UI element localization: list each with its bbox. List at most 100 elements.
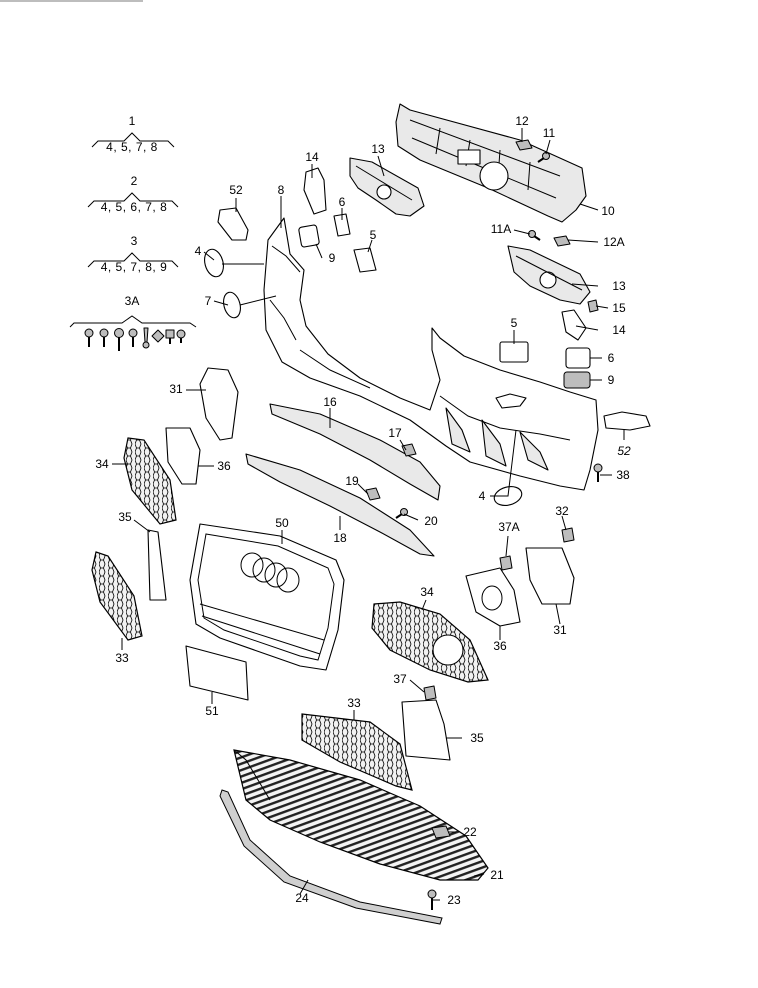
group-2: 2 4, 5, 6, 7, 8 [86, 174, 182, 214]
callout-51: 51 [205, 704, 219, 718]
bracket-13-upper [349, 157, 425, 217]
screw-38 [593, 463, 603, 482]
callout-20: 20 [424, 514, 438, 528]
callout-17: 17 [388, 426, 402, 440]
callout-36: 36 [493, 639, 507, 653]
clip-12A [553, 235, 571, 247]
callout-34: 34 [95, 457, 109, 471]
callout-16: 16 [323, 395, 337, 409]
callout-11A: 11A [490, 222, 512, 236]
group-1-items: 4, 5, 7, 8 [106, 140, 158, 154]
callout-24: 24 [295, 891, 309, 905]
callout-9: 9 [607, 373, 615, 387]
callout-32: 32 [555, 504, 569, 518]
cover-36-right [465, 567, 521, 627]
cover-35-left [147, 529, 167, 601]
group-3-items: 4, 5, 7, 8, 9 [100, 260, 168, 274]
callout-7: 7 [204, 294, 212, 308]
callout-21: 21 [490, 868, 504, 882]
frame-9-lower [563, 371, 591, 389]
clip-32 [561, 527, 575, 543]
callout-5: 5 [369, 228, 377, 242]
grille-33-left [91, 551, 143, 641]
callout-18: 18 [333, 531, 347, 545]
callout-31: 31 [553, 623, 567, 637]
clip-17 [401, 443, 417, 457]
plate-holder-51 [185, 645, 249, 701]
callout-4: 4 [478, 489, 486, 503]
clip-12 [515, 139, 533, 151]
grille-34-right [371, 601, 489, 683]
frame-31-left [199, 367, 239, 441]
callout-6: 6 [607, 351, 615, 365]
bumper-cover-8 [263, 217, 599, 491]
cap-4-left [204, 248, 224, 278]
group-3A-ref: 3A [124, 294, 140, 308]
clip-37A [499, 555, 513, 571]
callout-12A: 12A [603, 235, 625, 249]
callout-33: 33 [347, 696, 361, 710]
callout-33: 33 [115, 651, 129, 665]
clip-15 [587, 299, 599, 313]
callout-52: 52 [617, 444, 631, 458]
group-1-ref: 1 [128, 114, 136, 128]
callout-35: 35 [470, 731, 484, 745]
callout-14: 14 [305, 150, 319, 164]
callout-10: 10 [601, 204, 615, 218]
insert-52-left [217, 207, 249, 241]
trim-14-lower [561, 309, 587, 341]
cover-36-left [165, 427, 201, 485]
clip-19 [365, 487, 381, 501]
leader-lines [112, 128, 625, 901]
upper-carrier-10 [395, 103, 587, 223]
callout-35: 35 [118, 510, 132, 524]
cover-35-right [401, 699, 451, 761]
callout-52: 52 [229, 183, 243, 197]
group-2-items: 4, 5, 6, 7, 8 [100, 200, 168, 214]
callout-12: 12 [515, 114, 529, 128]
clip-37 [423, 685, 437, 701]
callout-13: 13 [612, 279, 626, 293]
group-1: 1 4, 5, 7, 8 [88, 114, 176, 154]
callout-5: 5 [510, 316, 518, 330]
callout-19: 19 [345, 474, 359, 488]
screw-20 [395, 508, 408, 519]
grille-33-right [301, 713, 413, 791]
cap-5-upper [353, 247, 377, 273]
callout-15: 15 [612, 301, 626, 315]
guide-16 [269, 403, 441, 501]
callout-11: 11 [542, 126, 556, 140]
group-3: 3 4, 5, 7, 8, 9 [86, 234, 182, 274]
insert-52-right [603, 411, 651, 431]
callout-36: 36 [217, 459, 231, 473]
cap-6-lower [565, 347, 591, 369]
clip-22 [431, 825, 451, 839]
radiator-grille-50 [189, 523, 345, 671]
spoiler-18 [245, 453, 435, 557]
cap-7 [223, 291, 241, 319]
group-2-ref: 2 [130, 174, 138, 188]
callout-14: 14 [612, 323, 626, 337]
callout-8: 8 [277, 183, 285, 197]
callout-23: 23 [447, 893, 461, 907]
bracket-13-lower [507, 245, 591, 305]
grille-34-left [123, 437, 177, 525]
frame-31-right [525, 547, 575, 605]
callout-9: 9 [328, 251, 336, 265]
callout-31: 31 [169, 382, 183, 396]
group-3-ref: 3 [130, 234, 138, 248]
underbody-panel-21 [233, 749, 489, 881]
callout-37A: 37A [498, 520, 520, 534]
callout-50: 50 [275, 516, 289, 530]
callout-37: 37 [393, 672, 407, 686]
trim-14-upper [303, 167, 327, 215]
frame-9-upper [298, 224, 320, 248]
bolt-11A [528, 230, 541, 241]
callout-22: 22 [463, 825, 477, 839]
callout-13: 13 [371, 142, 385, 156]
cover-5-lower [499, 341, 529, 363]
callout-34: 34 [420, 585, 434, 599]
screw-23 [427, 889, 437, 910]
